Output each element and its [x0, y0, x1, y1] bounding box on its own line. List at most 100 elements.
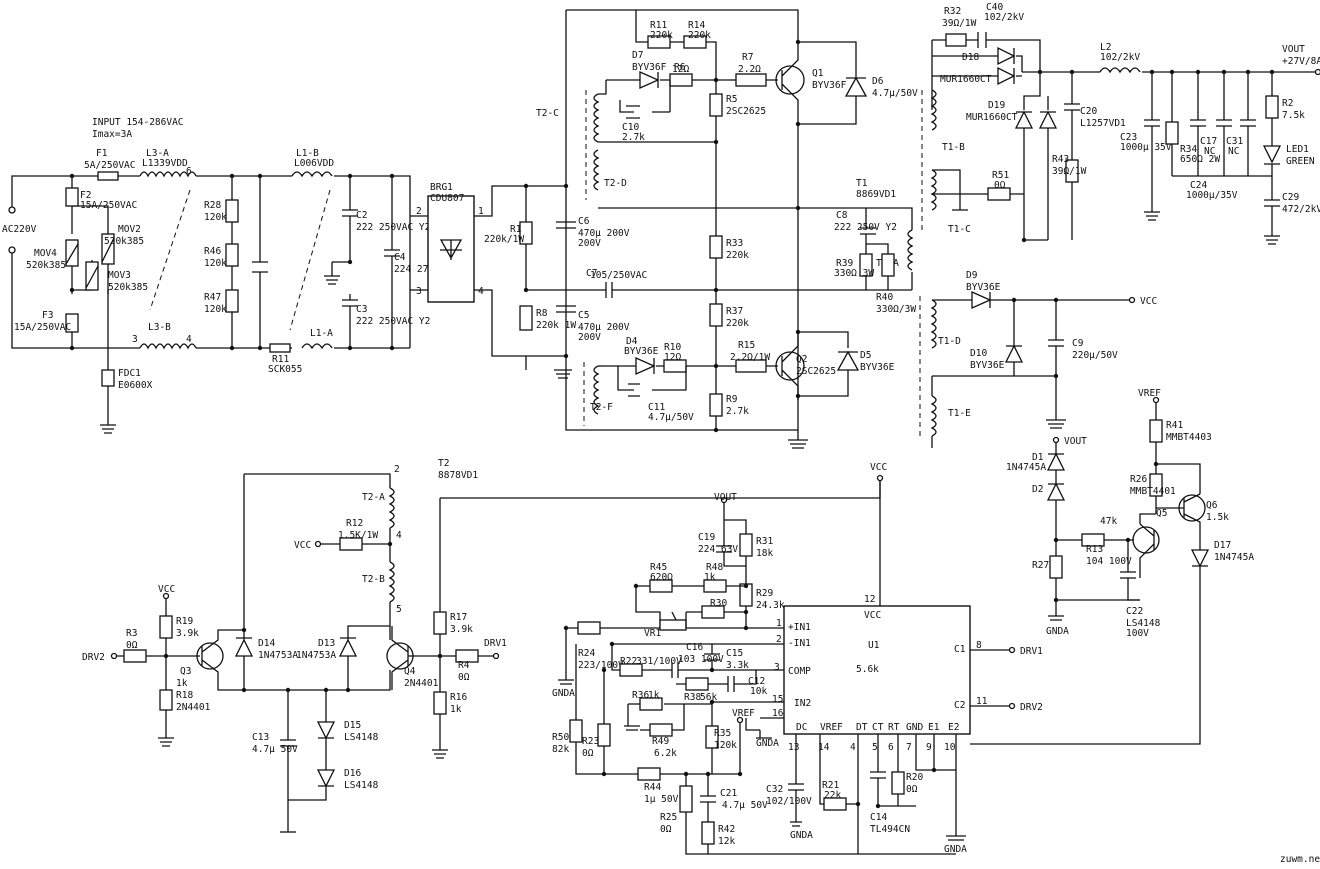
pwm-controller-section: U1 5.6k +IN1 -IN1 COMP IN2 VCC C1 C2 DC …	[552, 480, 1201, 855]
r21	[823, 797, 847, 811]
r13-value: 104 100V	[1086, 556, 1132, 567]
svg-text:1: 1	[776, 618, 782, 629]
q2-transistor	[775, 351, 805, 381]
svg-text:Q6: Q6	[1206, 500, 1218, 511]
svg-text:DRV1: DRV1	[1020, 646, 1043, 657]
svg-text:R36: R36	[632, 690, 649, 701]
r1-value: 220k/1W	[484, 234, 524, 245]
u1-pin-gnd: GND	[906, 722, 923, 733]
svg-text:16: 16	[772, 708, 784, 719]
r4-value: 0Ω	[458, 672, 470, 683]
svg-text:5: 5	[872, 742, 878, 753]
f1-value: 5A/250VAC	[84, 160, 135, 171]
svg-text:R44: R44	[644, 782, 661, 793]
svg-text:R31: R31	[756, 536, 773, 547]
svg-text:R7: R7	[742, 52, 753, 63]
svg-text:R32: R32	[944, 6, 961, 17]
svg-text:D7: D7	[632, 50, 643, 61]
c23-value: 1000μ 35V	[1120, 142, 1172, 153]
d6-value: 4.7μ/50V	[872, 88, 918, 99]
svg-text:C29: C29	[1282, 192, 1299, 203]
r16	[433, 691, 447, 715]
svg-text:C20: C20	[1080, 106, 1097, 117]
r42-value: 12k	[718, 836, 735, 847]
svg-text:D17: D17	[1214, 540, 1231, 551]
svg-text:R5: R5	[726, 94, 737, 105]
u1-pin-dc: DC	[796, 722, 807, 733]
drv1-label: DRV1	[484, 638, 507, 649]
ac-input-label: AC220V	[2, 224, 37, 235]
brg1-label: BRG1	[430, 182, 453, 193]
svg-text:R14: R14	[688, 20, 705, 31]
f2-value: 15A/250VAC	[80, 200, 137, 211]
t1d-label: T1-D	[938, 336, 961, 347]
r45	[649, 579, 673, 593]
c29-value: 472/2kV	[1282, 204, 1320, 215]
svg-text:R34: R34	[1180, 144, 1197, 155]
r14-value: 220k	[688, 30, 711, 41]
t2f-label: T2-F	[590, 402, 613, 413]
r40-value: 330Ω/3W	[876, 304, 916, 315]
c2-value: 222 250VAC Y2	[356, 222, 430, 233]
svg-text:2: 2	[776, 634, 782, 645]
mov2-value: 520k385	[104, 236, 144, 247]
winding-t1d	[930, 299, 937, 349]
svg-text:11: 11	[976, 696, 988, 707]
r31-value: 18k	[756, 548, 773, 559]
svg-text:D10: D10	[970, 348, 987, 359]
l3a-label: L3-A	[146, 148, 169, 159]
c3-label: C3	[356, 304, 367, 315]
c21-value: 4.7μ 50V	[722, 800, 768, 811]
r22-value: 331/100V	[636, 656, 682, 667]
u1-pin-c2: C2	[954, 700, 965, 711]
d19-value: MUR1660CT	[966, 112, 1018, 123]
svg-text:L2: L2	[1100, 42, 1111, 53]
c15-value: 3.3k	[726, 660, 749, 671]
svg-text:U1: U1	[868, 640, 880, 651]
svg-text:D15: D15	[344, 720, 361, 731]
t2b-label: T2-B	[362, 574, 385, 585]
r47	[225, 289, 239, 313]
mov3-label: MOV3	[108, 270, 131, 281]
svg-text:LED1: LED1	[1286, 144, 1309, 155]
r48	[703, 579, 727, 593]
r20	[891, 771, 905, 795]
r39-value: 330Ω 3W	[834, 268, 874, 279]
l1a-label: L1-A	[310, 328, 333, 339]
svg-text:D19: D19	[988, 100, 1005, 111]
svg-text:R33: R33	[726, 238, 743, 249]
r30	[701, 605, 725, 619]
choke-l1b	[291, 171, 333, 178]
svg-text:GNDA: GNDA	[790, 830, 813, 841]
vout-label: VOUT	[1282, 44, 1305, 55]
r8	[519, 305, 533, 331]
svg-text:Q2: Q2	[796, 354, 807, 365]
t2d-label: T2-D	[604, 178, 627, 189]
c16-value: 103 100V	[678, 654, 724, 665]
u1-pin-vref: VREF	[820, 722, 843, 733]
inductor-l2	[1099, 67, 1141, 74]
r27	[1049, 555, 1063, 579]
svg-text:R3: R3	[126, 628, 137, 639]
c22-value: LS4148	[1126, 618, 1161, 629]
r10-value: 12Ω	[664, 352, 681, 363]
vout-net-label: VOUT	[1064, 436, 1087, 447]
svg-text:R22: R22	[620, 656, 637, 667]
svg-text:R43: R43	[1052, 154, 1069, 165]
t1b-label: T1-B	[942, 142, 965, 153]
svg-text:R17: R17	[450, 612, 467, 623]
f1-label: F1	[96, 148, 108, 159]
c40-value: 102/2kV	[984, 12, 1024, 23]
d18-value: MUR1660CT	[940, 74, 992, 85]
svg-text:R41: R41	[1166, 420, 1183, 431]
q1-transistor	[775, 65, 805, 95]
r12	[339, 537, 363, 551]
c24-value: 1000μ/35V	[1186, 190, 1238, 201]
t1-label: T1	[856, 178, 868, 189]
q2-value: 2SC2625	[796, 366, 836, 377]
r4	[455, 649, 479, 663]
q6-value: 1.5k	[1206, 512, 1229, 523]
svg-text:D13: D13	[318, 638, 335, 649]
t2-value: 8878VD1	[438, 470, 478, 481]
svg-text:R1: R1	[510, 224, 522, 235]
